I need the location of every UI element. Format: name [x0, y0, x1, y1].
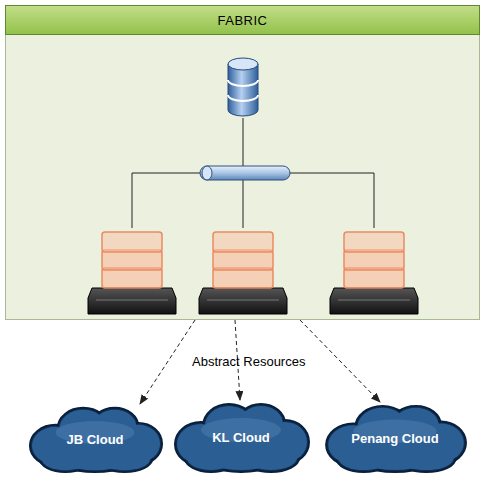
network-bus — [200, 166, 290, 180]
cloud-label: Penang Cloud — [351, 431, 438, 446]
cloud-label: KL Cloud — [212, 430, 270, 445]
header-band: FABRIC — [5, 5, 480, 35]
dashed-arrow — [140, 320, 195, 404]
annotation-label: Abstract Resources — [192, 354, 305, 369]
cloud-node: Penang Cloud — [322, 402, 468, 474]
cloud-label: JB Cloud — [66, 432, 123, 447]
panel-title: FABRIC — [218, 13, 268, 28]
cloud-node: KL Cloud — [171, 400, 311, 474]
cloud-node: JB Cloud — [26, 404, 164, 474]
dashed-arrow — [300, 320, 380, 402]
database-symbol — [228, 58, 258, 116]
